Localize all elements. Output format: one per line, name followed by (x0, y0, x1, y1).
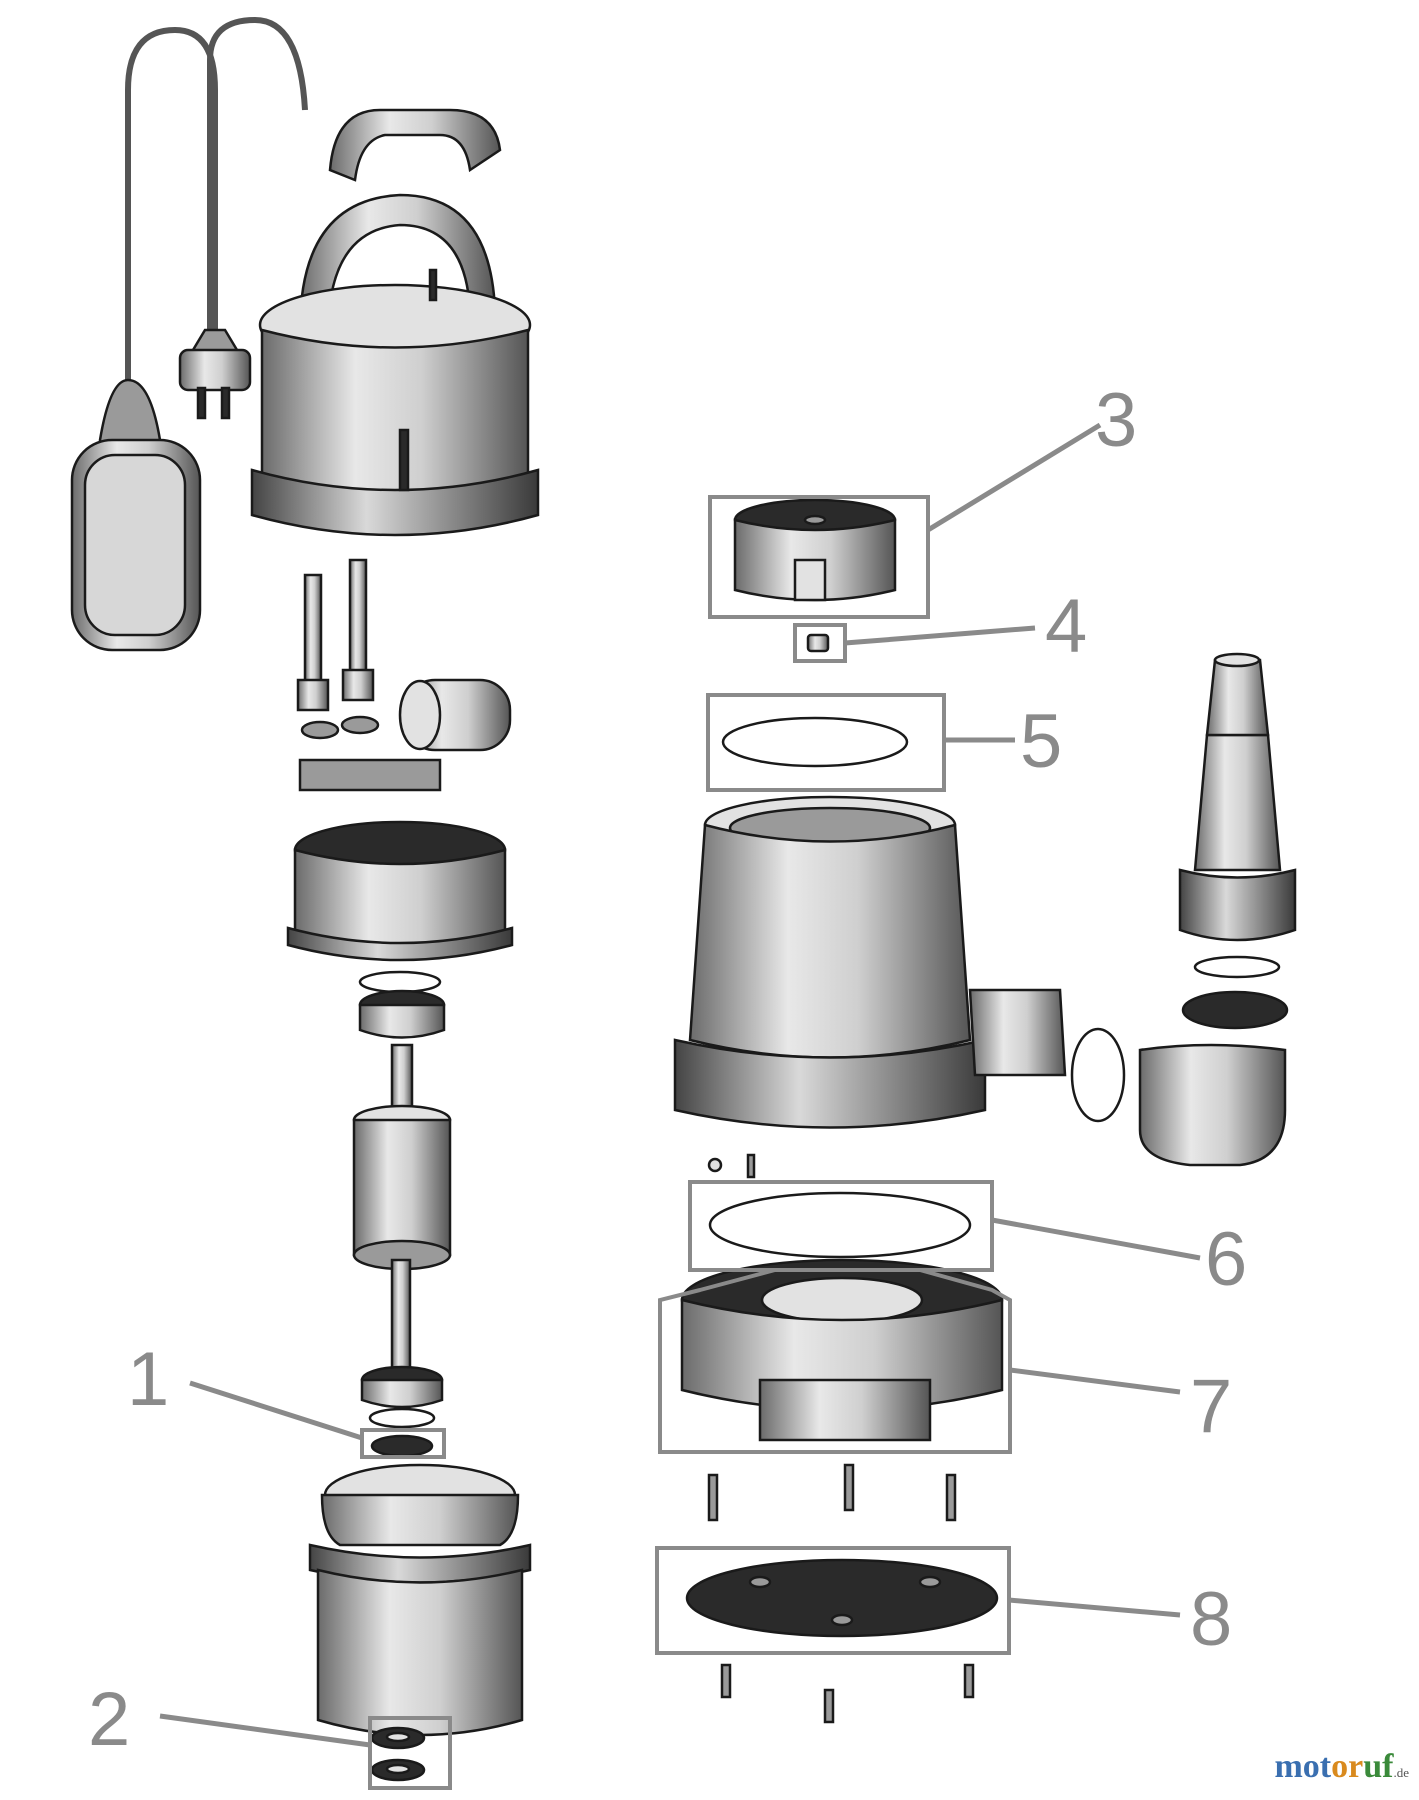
callout-7-box (658, 1268, 1012, 1454)
callout-5: 5 (706, 693, 1062, 792)
callout-1-label: 1 (127, 1337, 169, 1422)
motor-housing-lower (308, 1463, 532, 1737)
callout-4-label: 4 (1045, 584, 1087, 669)
impeller-nut (806, 633, 830, 653)
callout-8: 8 (655, 1546, 1232, 1662)
seal-rings-bottom (370, 1726, 426, 1782)
watermark-logo: motoruf.de (1274, 1748, 1409, 1785)
callout-1: 1 (127, 1337, 446, 1459)
outlet-fittings (1070, 652, 1297, 1167)
float-switch (70, 378, 202, 652)
screws-upper (707, 1153, 756, 1179)
screws-middle (707, 1463, 957, 1522)
callout-5-box (706, 693, 946, 792)
callout-1-box (360, 1428, 446, 1459)
callout-3-leader (926, 422, 1102, 533)
strainer-base (680, 1258, 1004, 1442)
callout-2-box (368, 1716, 452, 1790)
callout-3-box (708, 495, 930, 619)
oring-bearing-top (358, 970, 446, 1039)
callout-6: 6 (688, 1180, 1247, 1302)
callout-7-label: 7 (1190, 1364, 1232, 1449)
screws-lower (720, 1663, 975, 1724)
power-plug (178, 328, 252, 420)
callout-2-label: 2 (88, 1677, 130, 1762)
base-plate (685, 1558, 999, 1638)
handle (328, 108, 502, 182)
callout-3-label: 3 (1095, 378, 1137, 463)
callout-3: 3 (708, 378, 1137, 619)
callout-6-leader (991, 1217, 1201, 1261)
callout-1-leader (189, 1380, 363, 1441)
oring-large (721, 716, 909, 768)
callout-5-label: 5 (1020, 699, 1062, 784)
callout-7-leader (1009, 1367, 1181, 1395)
rotor-shaft (352, 1043, 452, 1372)
callout-2: 2 (88, 1677, 452, 1790)
callout-4-leader (844, 625, 1036, 646)
callout-4: 4 (793, 584, 1087, 669)
capacitor-terminals (296, 558, 512, 792)
callout-8-label: 8 (1190, 1577, 1232, 1662)
power-cables (125, 16, 308, 415)
motor-top-housing (250, 193, 540, 537)
impeller (733, 498, 897, 602)
callout-6-label: 6 (1205, 1217, 1247, 1302)
pump-housing (673, 795, 1067, 1129)
callout-2-leader (159, 1713, 371, 1748)
oring-base (708, 1191, 972, 1259)
motor-cover (286, 820, 514, 962)
bearing-bottom (360, 1365, 444, 1458)
callout-8-leader (1008, 1597, 1181, 1618)
callout-7: 7 (658, 1268, 1232, 1454)
